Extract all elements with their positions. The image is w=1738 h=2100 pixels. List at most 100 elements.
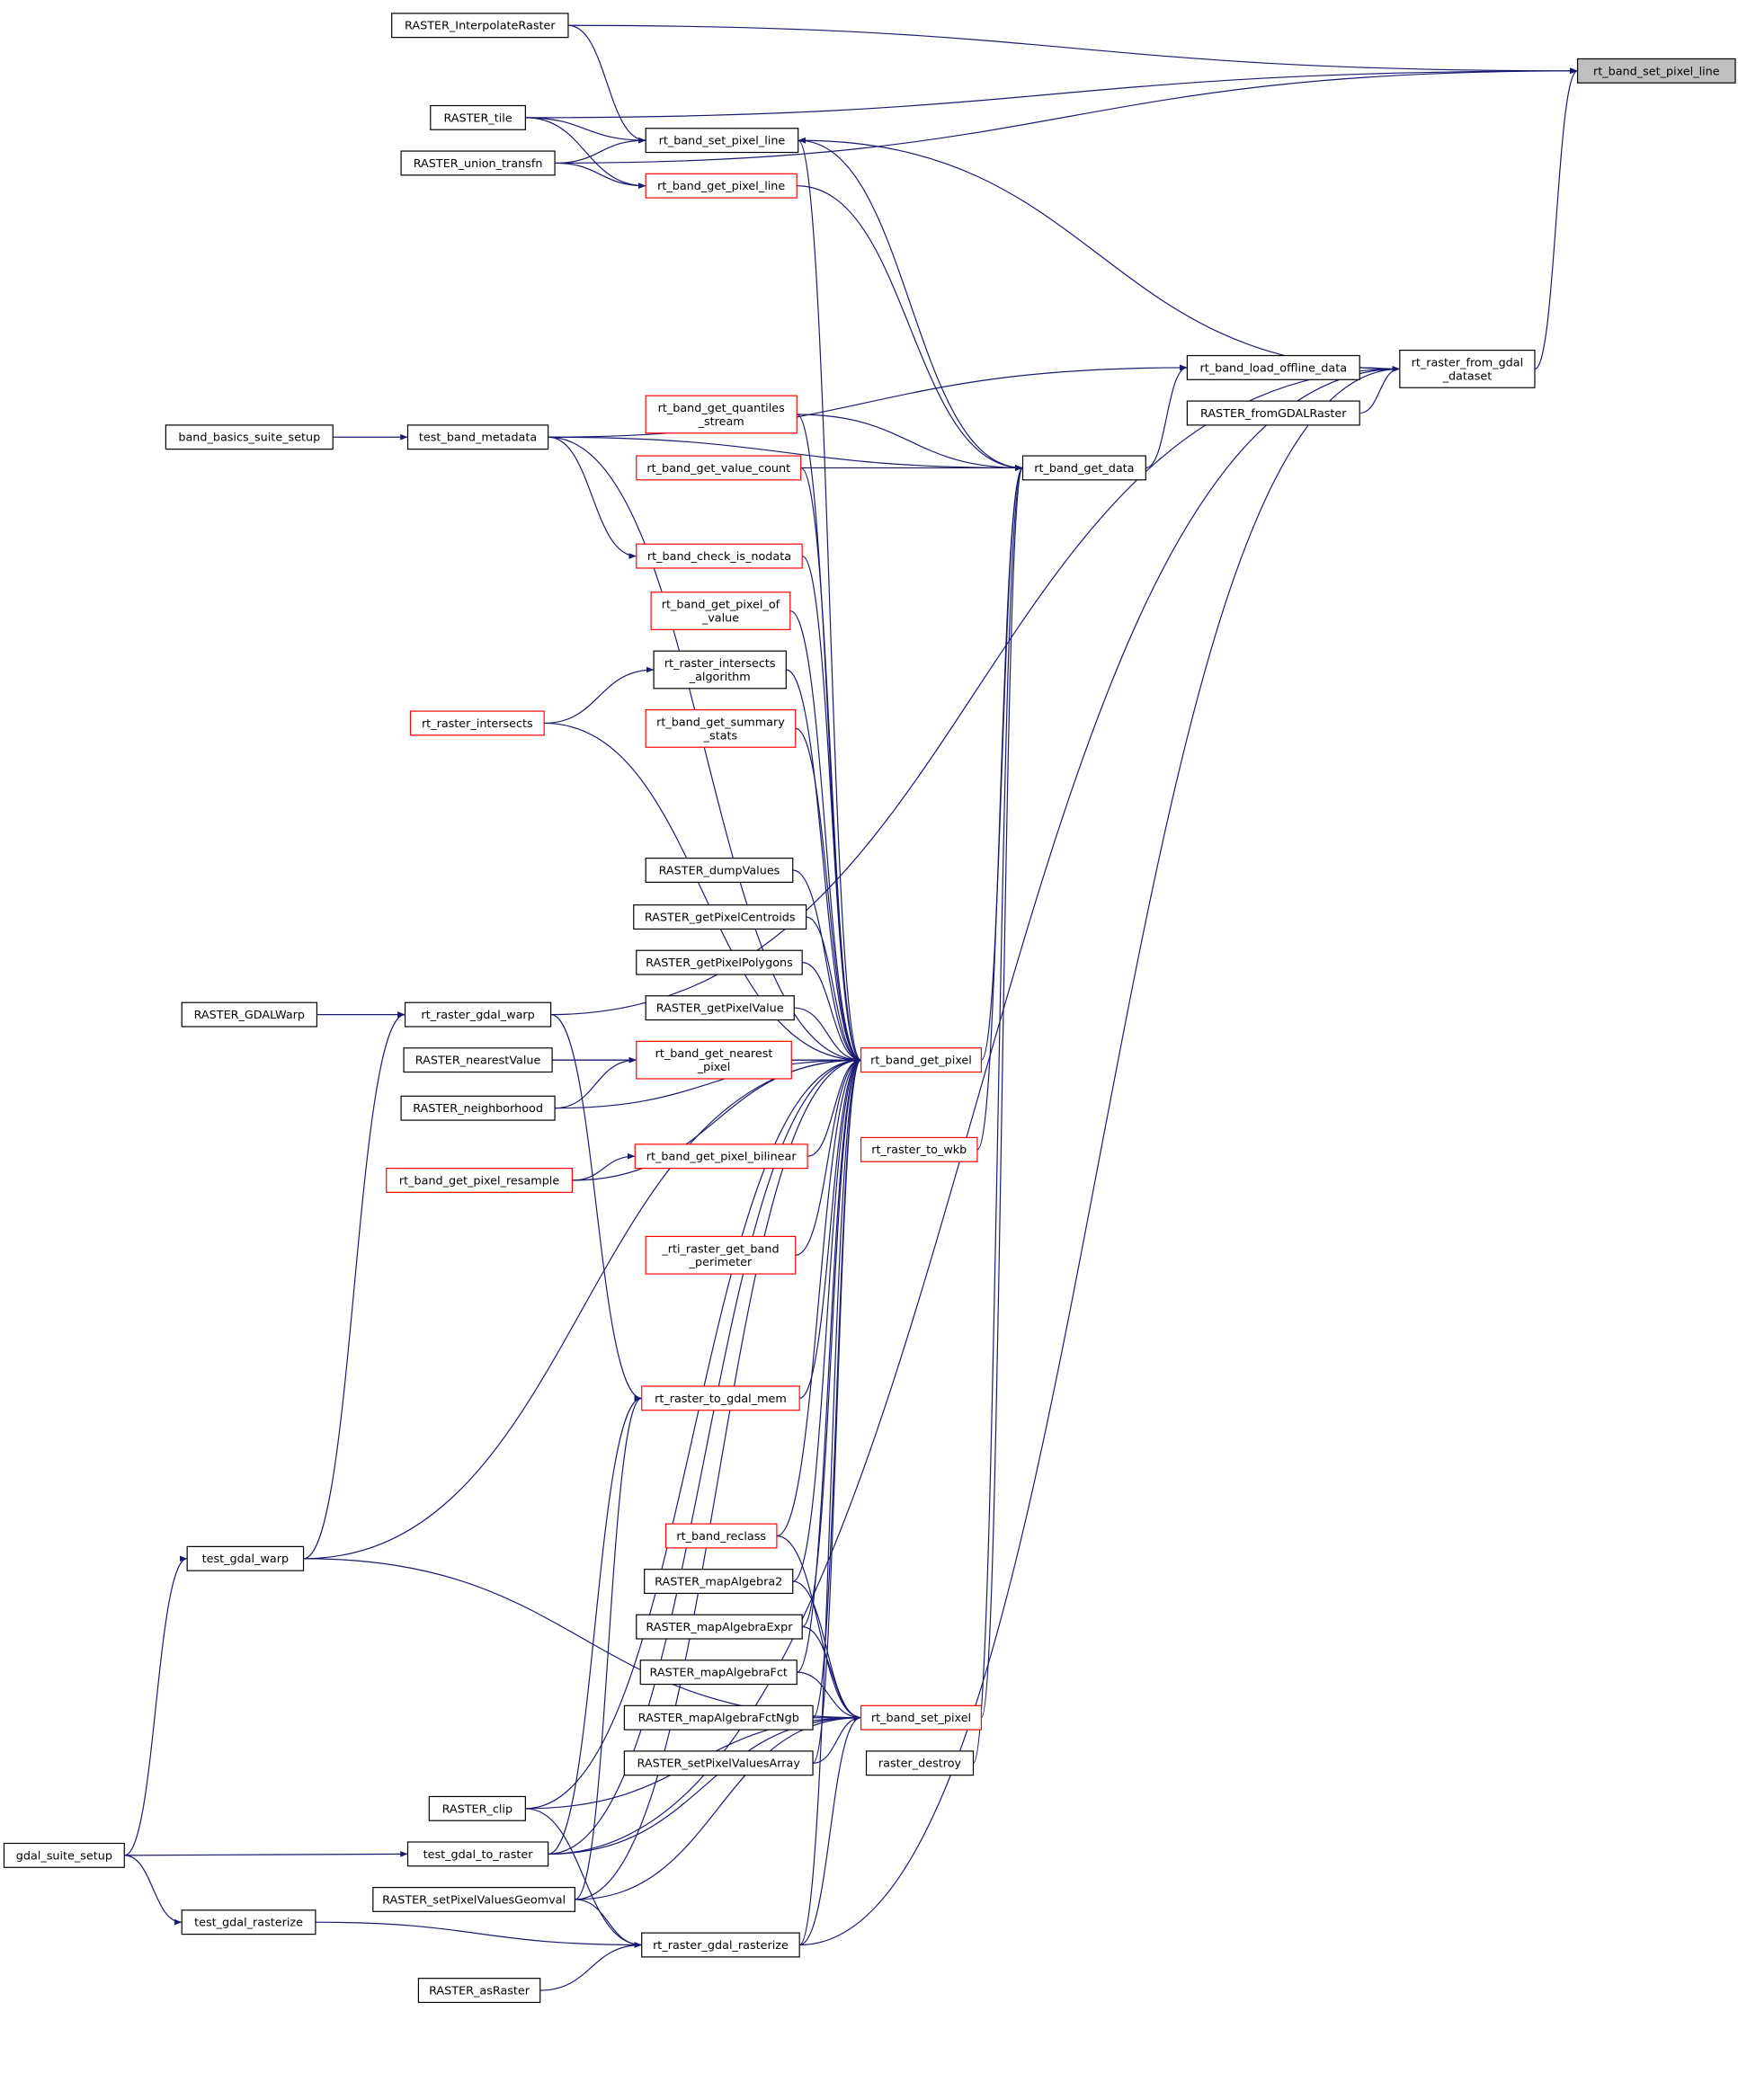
node-valuecount[interactable]: rt_band_get_value_count [636,455,802,481]
edge-dump-to-getpixel [792,869,861,1063]
node-label: rt_raster_from_gdal [1412,356,1524,369]
node-mafctngb[interactable]: RASTER_mapAlgebraFctNgb [623,1704,814,1731]
node-box [391,13,569,39]
node-testrasterize[interactable]: test_gdal_rasterize [181,1909,316,1935]
node-label: RASTER_getPixelValue [656,1002,784,1016]
edge-mafct-to-getpixel [796,1056,861,1673]
node-asraster[interactable]: RASTER_asRaster [417,1978,541,2004]
node-box [636,1040,792,1080]
node-quantiles[interactable]: rt_band_get_quantiles_stream [645,395,798,434]
node-label: rt_band_check_is_nodata [647,550,791,564]
node-destroy[interactable]: raster_destroy [865,1750,975,1776]
node-label: band_basics_suite_setup [178,432,320,445]
node-fromGDALRaster[interactable]: RASTER_fromGDALRaster [1186,400,1360,426]
node-getdata[interactable]: rt_band_get_data [1021,455,1146,481]
node-label: RASTER_mapAlgebra2 [655,1576,782,1589]
node-label: _stats [703,729,738,743]
node-maexpr[interactable]: RASTER_mapAlgebraExpr [636,1614,803,1640]
node-perimeter[interactable]: _rti_raster_get_band_perimeter [645,1235,797,1275]
node-towkb[interactable]: rt_raster_to_wkb [860,1136,978,1162]
node-offline[interactable]: rt_band_load_offline_data [1186,354,1360,380]
node-testwarp[interactable]: test_gdal_warp [186,1545,305,1571]
node-box [645,995,795,1021]
node-intersects[interactable]: rt_raster_intersects [409,710,545,736]
node-box [409,710,545,736]
node-ma2[interactable]: RASTER_mapAlgebra2 [644,1569,794,1595]
node-box [1021,455,1146,481]
node-box [186,1545,305,1571]
edge-testrasterize-to-rasterize [315,1921,642,1948]
node-label: RASTER_setPixelValuesGeomval [382,1893,566,1907]
node-label: test_gdal_warp [202,1553,289,1566]
edge-fromgdal-to-root [1534,67,1578,370]
node-resample[interactable]: rt_band_get_pixel_resample [386,1167,573,1193]
edge-asraster-to-rasterize [539,1942,642,1991]
node-setarray[interactable]: RASTER_setPixelValuesArray [623,1750,814,1776]
node-getline[interactable]: rt_band_get_pixel_line [645,173,798,199]
node-rasterize[interactable]: rt_raster_gdal_rasterize [641,1932,800,1958]
node-box [400,1095,556,1121]
node-union[interactable]: RASTER_union_transfn [400,150,556,176]
node-root[interactable]: rt_band_set_pixel_line [1576,58,1736,84]
node-clip[interactable]: RASTER_clip [428,1795,526,1821]
node-centroids[interactable]: RASTER_getPixelCentroids [633,904,807,930]
node-basics[interactable]: band_basics_suite_setup [165,424,334,450]
node-nodata[interactable]: rt_band_check_is_nodata [636,543,803,569]
node-setpixel[interactable]: rt_band_set_pixel [860,1704,982,1731]
node-label: rt_band_set_pixel_line [1593,65,1720,78]
node-dump[interactable]: RASTER_dumpValues [645,858,794,883]
node-box [406,1841,549,1867]
node-intalg[interactable]: rt_raster_intersects_algorithm [653,650,787,690]
node-label: RASTER_getPixelCentroids [645,912,796,925]
node-box [1399,350,1536,388]
node-geomval[interactable]: RASTER_setPixelValuesGeomval [372,1886,575,1912]
node-mafct[interactable]: RASTER_mapAlgebraFct [639,1660,798,1686]
node-box [645,708,797,748]
edge-clip-to-rasterize [525,1808,642,1948]
node-setline[interactable]: rt_band_set_pixel_line [645,128,799,154]
edge-resample-to-bilinear [572,1152,636,1181]
node-gdalwarp[interactable]: rt_raster_gdal_warp [404,1001,552,1028]
node-box [1186,400,1360,426]
node-nearestvalue[interactable]: RASTER_nearestValue [403,1047,553,1073]
node-label: RASTER_union_transfn [414,157,543,171]
node-getpixelvalue[interactable]: RASTER_getPixelValue [645,995,795,1021]
node-fromgdal[interactable]: rt_raster_from_gdal_dataset [1399,350,1536,388]
node-togdalmem[interactable]: rt_raster_to_gdal_mem [641,1385,800,1411]
node-reclass[interactable]: rt_band_reclass [664,1523,778,1549]
node-box [1576,58,1736,84]
node-metadata[interactable]: test_band_metadata [406,424,549,450]
node-bilinear[interactable]: rt_band_get_pixel_bilinear [634,1143,808,1170]
edge-perimeter-to-getpixel [795,1056,861,1256]
node-interp[interactable]: RASTER_InterpolateRaster [391,13,569,39]
edge-setpixel-to-getdata [980,465,1024,1719]
node-summary[interactable]: rt_band_get_summary_stats [645,708,797,748]
node-label: raster_destroy [878,1757,962,1771]
edge-rasterize-to-fromgdal [799,366,1400,1946]
node-suite[interactable]: gdal_suite_setup [3,1842,125,1868]
node-box [372,1886,575,1912]
edge-maexpr-to-setpixel [802,1626,861,1722]
node-toraster[interactable]: test_gdal_to_raster [406,1841,549,1867]
node-box [633,904,807,930]
node-box [636,455,802,481]
node-nearest[interactable]: rt_band_get_nearest_pixel [636,1040,792,1080]
node-gdalwarpR[interactable]: RASTER_GDALWarp [181,1001,317,1028]
node-pixelofvalue[interactable]: rt_band_get_pixel_of_value [650,592,791,630]
node-neighborhood[interactable]: RASTER_neighborhood [400,1095,556,1121]
node-label: _dataset [1442,369,1493,383]
edge-neighborhood-to-getpixel [555,1056,861,1109]
edge-tile-to-getline [525,117,646,190]
node-box [400,150,556,176]
node-label: RASTER_setPixelValuesArray [637,1757,801,1771]
node-label: rt_band_get_pixel_line [657,180,785,193]
edge-nodata-to-getpixel [801,555,861,1063]
edge-rasterize-to-setpixel [799,1714,861,1946]
node-label: rt_raster_to_gdal_mem [655,1393,787,1406]
node-box [860,1047,982,1073]
node-getpixel[interactable]: rt_band_get_pixel [860,1047,982,1073]
node-box [641,1932,800,1958]
node-tile[interactable]: RASTER_tile [430,104,526,130]
edge-suite-to-toraster [124,1851,408,1857]
node-polygons[interactable]: RASTER_getPixelPolygons [636,949,803,975]
